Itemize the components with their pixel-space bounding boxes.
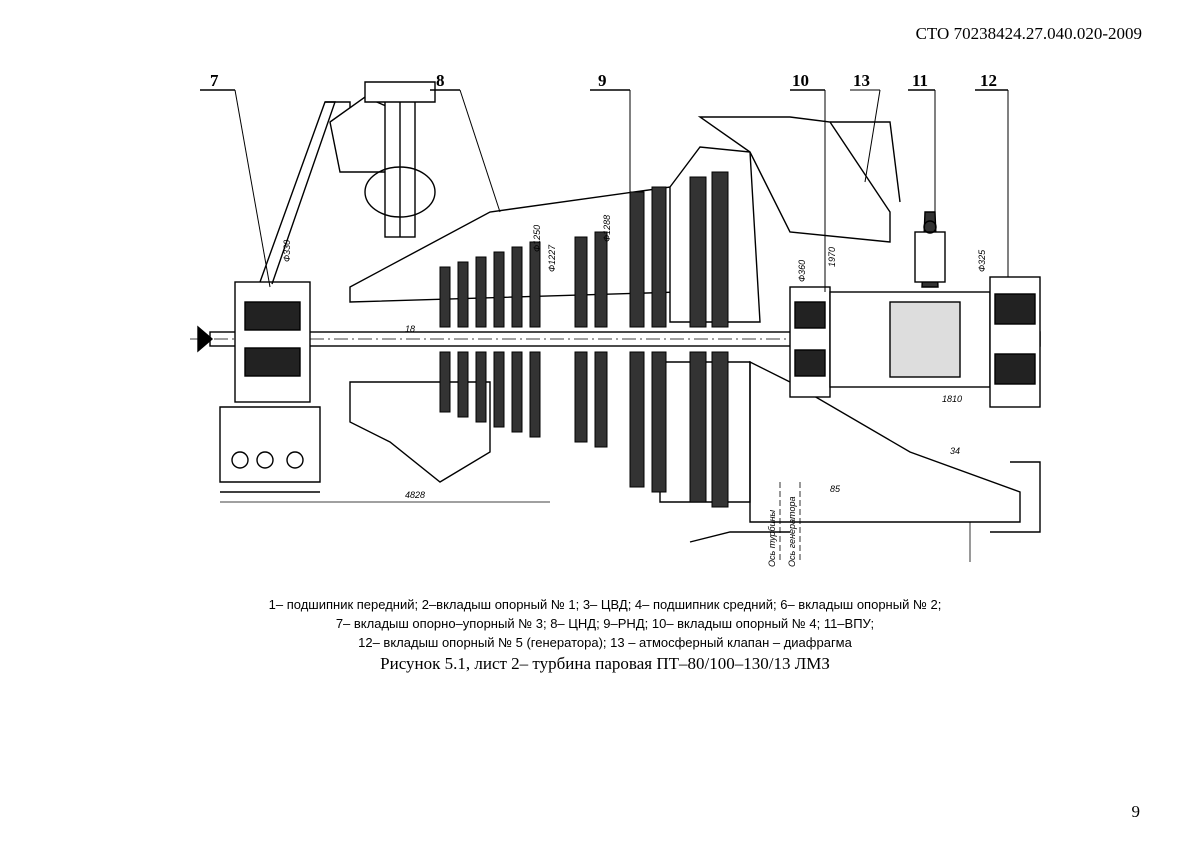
front-bearing xyxy=(234,281,311,403)
legend-line: 12– вкладыш опорный № 5 (генератора); 13… xyxy=(358,635,852,650)
callout-11: 11 xyxy=(912,71,928,90)
dim-85: 85 xyxy=(830,484,841,494)
turbine-section-svg: 7 8 9 10 13 11 12 Ф330 18 4828 Ф1227 Ф12… xyxy=(190,71,1041,567)
callout-10: 10 xyxy=(792,71,809,90)
callout-9: 9 xyxy=(598,71,607,90)
document-code: СТО 70238424.27.040.020-2009 xyxy=(915,24,1142,43)
callout-8: 8 xyxy=(436,71,445,90)
dim-1970: 1970 xyxy=(827,247,837,267)
figure-legend: 1– подшипник передний; 2–вкладыш опорный… xyxy=(160,595,1050,652)
page-number: 9 xyxy=(1131,802,1141,821)
callout-7: 7 xyxy=(210,71,219,90)
dim-phi360: Ф360 xyxy=(797,260,807,282)
flow-arrow-icon xyxy=(197,325,214,353)
dim-generator-axis: Ось генератора xyxy=(787,497,797,567)
dim-phi1250: Ф1250 xyxy=(532,225,542,252)
legend-line: 1– подшипник передний; 2–вкладыш опорный… xyxy=(268,597,942,612)
dim-phi1288: Ф1288 xyxy=(602,215,612,242)
turbine-drawing: 7 8 9 10 13 11 12 Ф330 18 4828 Ф1227 Ф12… xyxy=(190,62,1050,572)
dim-4828: 4828 xyxy=(405,490,425,500)
dim-34: 34 xyxy=(950,446,960,456)
dim-phi1227: Ф1227 xyxy=(547,244,557,272)
dim-turbine-axis: Ось турбины xyxy=(767,509,777,567)
callout-12: 12 xyxy=(980,71,997,90)
figure-caption: Рисунок 5.1, лист 2– турбина паровая ПТ–… xyxy=(380,654,830,673)
legend-line: 7– вкладыш опорно–упорный № 3; 8– ЦНД; 9… xyxy=(335,616,875,631)
dim-phi330: Ф330 xyxy=(282,240,292,262)
dim-phi325: Ф325 xyxy=(977,249,987,272)
callout-13: 13 xyxy=(853,71,870,90)
dim-1810: 1810 xyxy=(942,394,962,404)
dim-18: 18 xyxy=(405,324,415,334)
